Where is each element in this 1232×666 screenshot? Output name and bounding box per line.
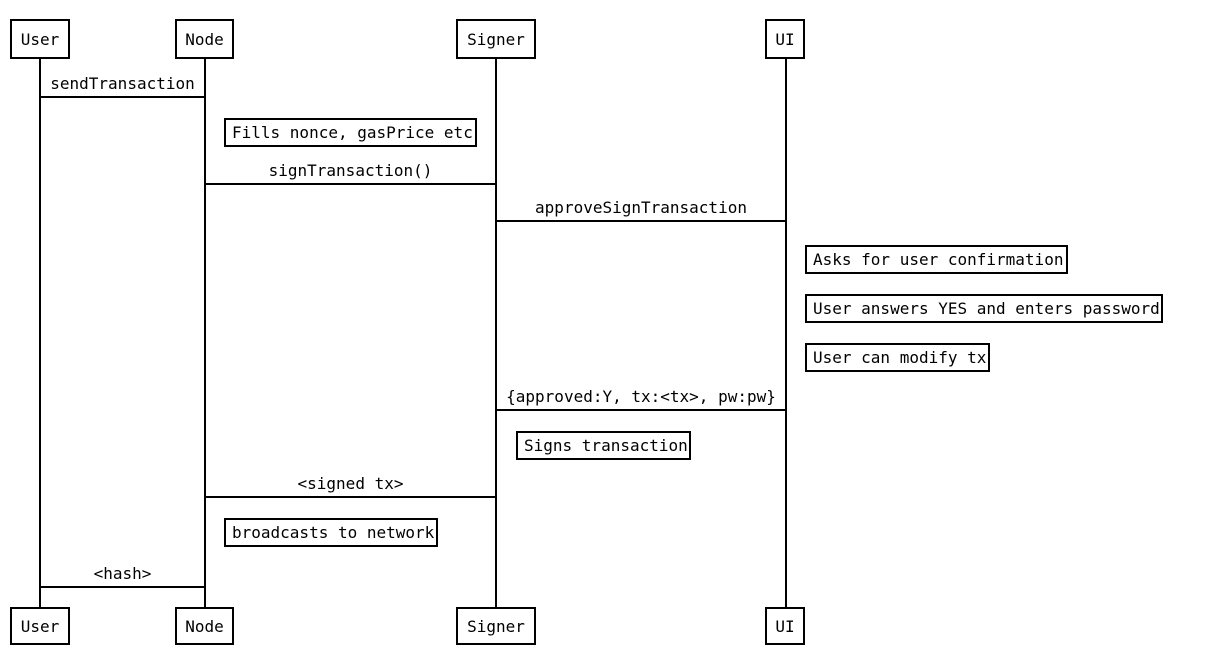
note-4-box: User can modify tx [805,343,990,372]
message-1-line [39,96,206,98]
note-3-box: User answers YES and enters password [805,294,1163,323]
message-3-label: approveSignTransaction [533,198,749,217]
message-4-label: {approved:Y, tx:<tx>, pw:pw} [504,387,778,406]
actor-user-top-box: User [10,19,70,59]
actor-node-bottom-box: Node [175,607,234,645]
actor-ui-bottom-box: UI [765,607,805,645]
note-5-box: Signs transaction [516,431,691,460]
message-3-line [495,220,787,222]
message-2-line [204,183,497,185]
message-4-line [495,409,787,411]
actor-user-lifeline [39,59,41,607]
note-2-box: Asks for user confirmation [805,245,1068,274]
actor-signer-top-box: Signer [456,19,536,59]
actor-node-top-box: Node [175,19,234,59]
message-5-label: <signed tx> [295,474,406,493]
message-6-line [39,586,206,588]
actor-ui-top-box: UI [765,19,805,59]
message-1-label: sendTransaction [48,74,197,93]
note-6-box: broadcasts to network [224,518,438,547]
message-5-line [204,496,497,498]
actor-node-lifeline [204,59,206,607]
actor-signer-lifeline [495,59,497,607]
note-1-box: Fills nonce, gasPrice etc [224,118,477,147]
actor-signer-bottom-box: Signer [456,607,536,645]
actor-ui-lifeline [785,59,787,607]
actor-user-bottom-box: User [10,607,70,645]
message-2-label: signTransaction() [266,161,435,180]
message-6-label: <hash> [91,564,154,583]
